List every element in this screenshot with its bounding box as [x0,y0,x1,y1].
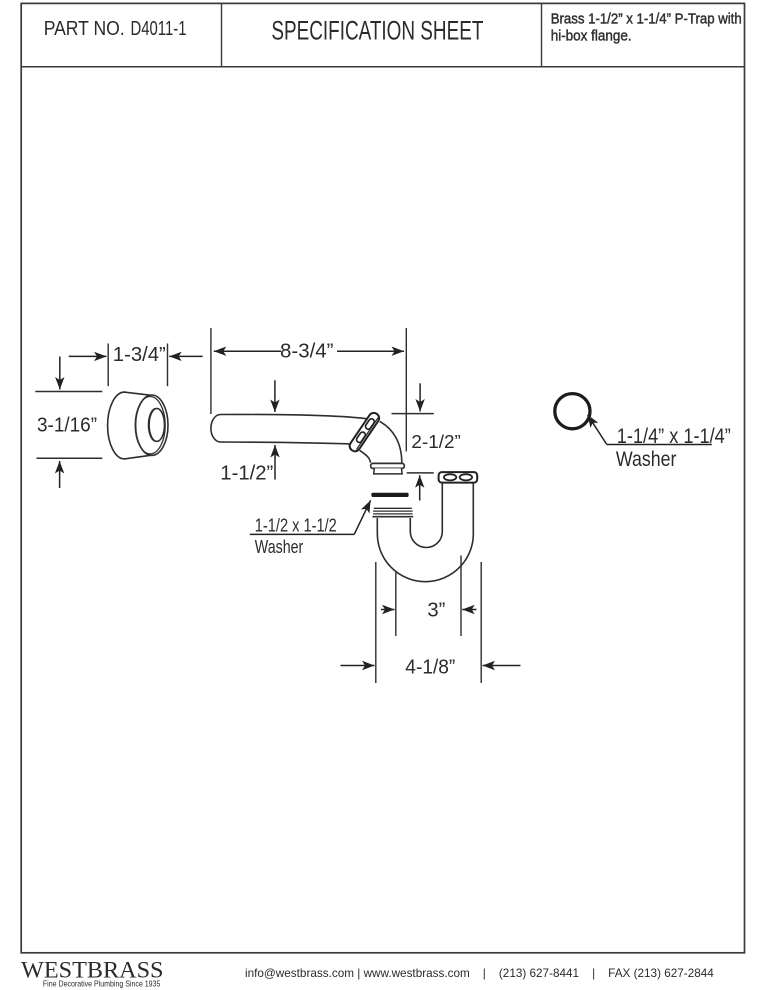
svg-text:1-1/2 x 1-1/2: 1-1/2 x 1-1/2 [255,515,337,535]
svg-text:3-1/16”: 3-1/16” [37,414,97,436]
svg-text:hi-box flange.: hi-box flange. [551,28,632,45]
svg-text:2-1/2”: 2-1/2” [411,432,460,452]
svg-text:Fine Decorative Plumbing Since: Fine Decorative Plumbing Since 1935 [43,979,161,989]
svg-text:1-3/4”: 1-3/4” [113,344,166,366]
svg-text:D4011-1: D4011-1 [131,18,187,40]
svg-text:3”: 3” [427,600,445,622]
svg-text:Washer: Washer [616,447,677,471]
svg-text:SPECIFICATION SHEET: SPECIFICATION SHEET [271,15,483,45]
svg-text:4-1/8”: 4-1/8” [405,656,455,678]
svg-text:PART NO.: PART NO. [44,18,125,40]
svg-text:1-1/4” x 1-1/4”: 1-1/4” x 1-1/4” [617,424,731,448]
svg-text:Brass 1-1/2” x 1-1/4” P-Trap w: Brass 1-1/2” x 1-1/4” P-Trap with [551,11,742,28]
svg-text:info@westbrass.com | www.westb: info@westbrass.com | www.westbrass.com |… [245,966,714,980]
svg-text:WESTBRASS: WESTBRASS [21,958,164,983]
svg-text:8-3/4”: 8-3/4” [280,340,334,362]
svg-text:Washer: Washer [255,537,303,557]
svg-text:1-1/2”: 1-1/2” [220,462,273,484]
